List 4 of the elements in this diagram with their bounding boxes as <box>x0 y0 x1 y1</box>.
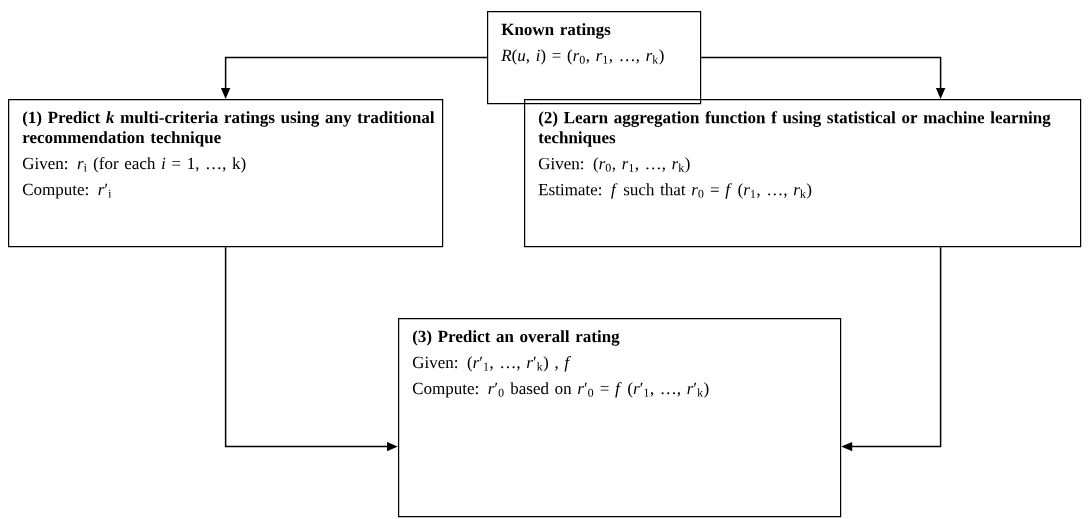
process-box: (2) Learn aggregation function f using statistical or machine learning techniques Given: (r$_{0}$, r$_{1}$, …, r$_{k}$) Estimate: f such that r$_{0}$ = f (r$_{1}$, …, r$_{k}$) <box>524 99 1082 248</box>
process-box: (1) Predict k multi-criteria ratings using any traditional recommendation technique Given: r$_{i}$ (for each i = 1, …, k) Compute: r′$_{i}$ <box>8 99 444 248</box>
process-box: (3) Predict an overall rating Given: (r′$_{1}$, …, r′$_{k}$) , f Compute: r′$_{0}$ based on r′$_{0}$ = f (r′$_{1}$, …, r′$_{k}$) <box>398 318 842 518</box>
process-box: Known ratings R(u, i) = (r$_{0}$, r$_{1}$, …, r$_{k}$) <box>487 11 702 105</box>
